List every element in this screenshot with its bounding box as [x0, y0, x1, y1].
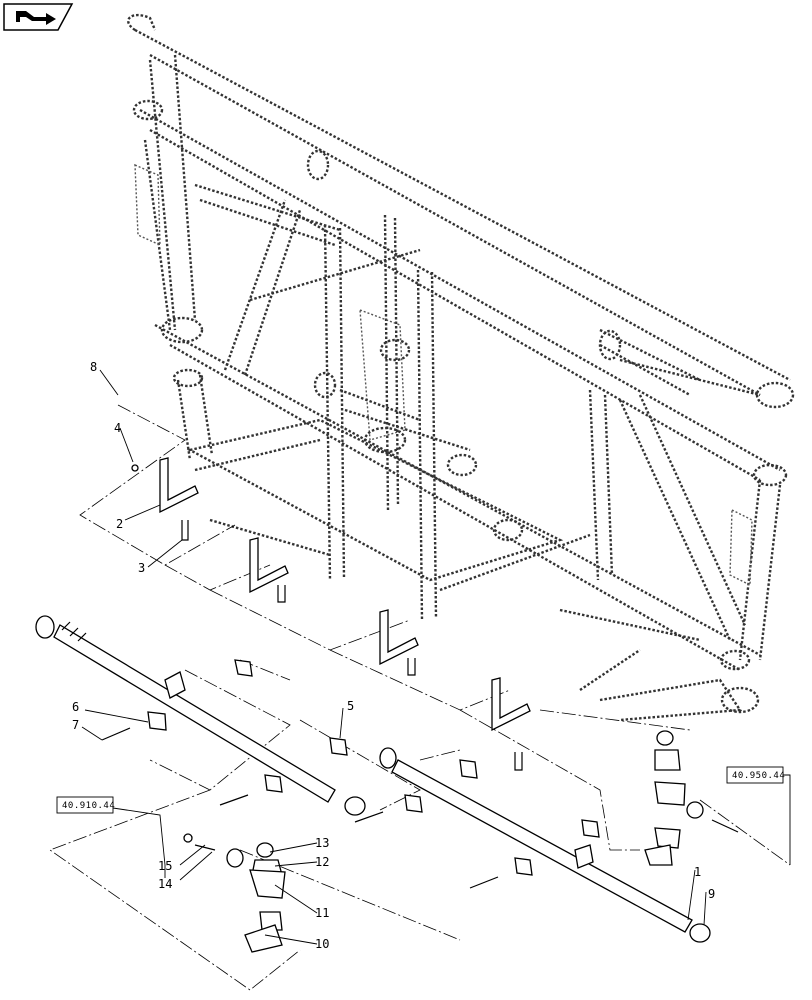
- bracket-a[interactable]: [249, 537, 289, 603]
- arrow-right-icon: [3, 3, 74, 31]
- callout-1: 1: [694, 865, 701, 879]
- fitting-tee-left[interactable]: [183, 833, 286, 953]
- callout-6: 6: [72, 700, 79, 714]
- callout-8: 8: [90, 360, 97, 374]
- callout-11: 11: [315, 906, 329, 920]
- callout-labels: 1 2 3 4 5 6 7 8 9 10 11 12 13 14 15: [72, 360, 715, 951]
- bracket-b[interactable]: [379, 609, 419, 676]
- callout-4: 4: [114, 421, 121, 435]
- bracket-c[interactable]: [491, 677, 531, 771]
- clamps[interactable]: [147, 659, 600, 876]
- next-page-button[interactable]: [2, 2, 74, 32]
- callout-14: 14: [158, 877, 172, 891]
- callout-15: 15: [158, 859, 172, 873]
- fitting-tee-right[interactable]: [644, 730, 739, 866]
- reference-box-right[interactable]: 40.950.44: [726, 766, 791, 865]
- boom-frame: [127, 13, 795, 722]
- pipe-right[interactable]: [379, 747, 711, 943]
- pipe-left[interactable]: [35, 615, 366, 816]
- reference-label-left: 40.910.44: [62, 801, 115, 811]
- leader-lines: [81, 369, 707, 945]
- callout-3: 3: [138, 561, 145, 575]
- callout-13: 13: [315, 836, 329, 850]
- callout-2: 2: [116, 517, 123, 531]
- callout-7: 7: [72, 718, 79, 732]
- bolts[interactable]: [101, 727, 499, 889]
- callout-10: 10: [315, 937, 329, 951]
- callout-12: 12: [315, 855, 329, 869]
- callout-9: 9: [708, 887, 715, 901]
- callout-5: 5: [347, 699, 354, 713]
- reference-box-left[interactable]: 40.910.44: [56, 796, 166, 866]
- bracket-2[interactable]: [131, 457, 199, 541]
- reference-label-right: 40.950.44: [732, 771, 785, 781]
